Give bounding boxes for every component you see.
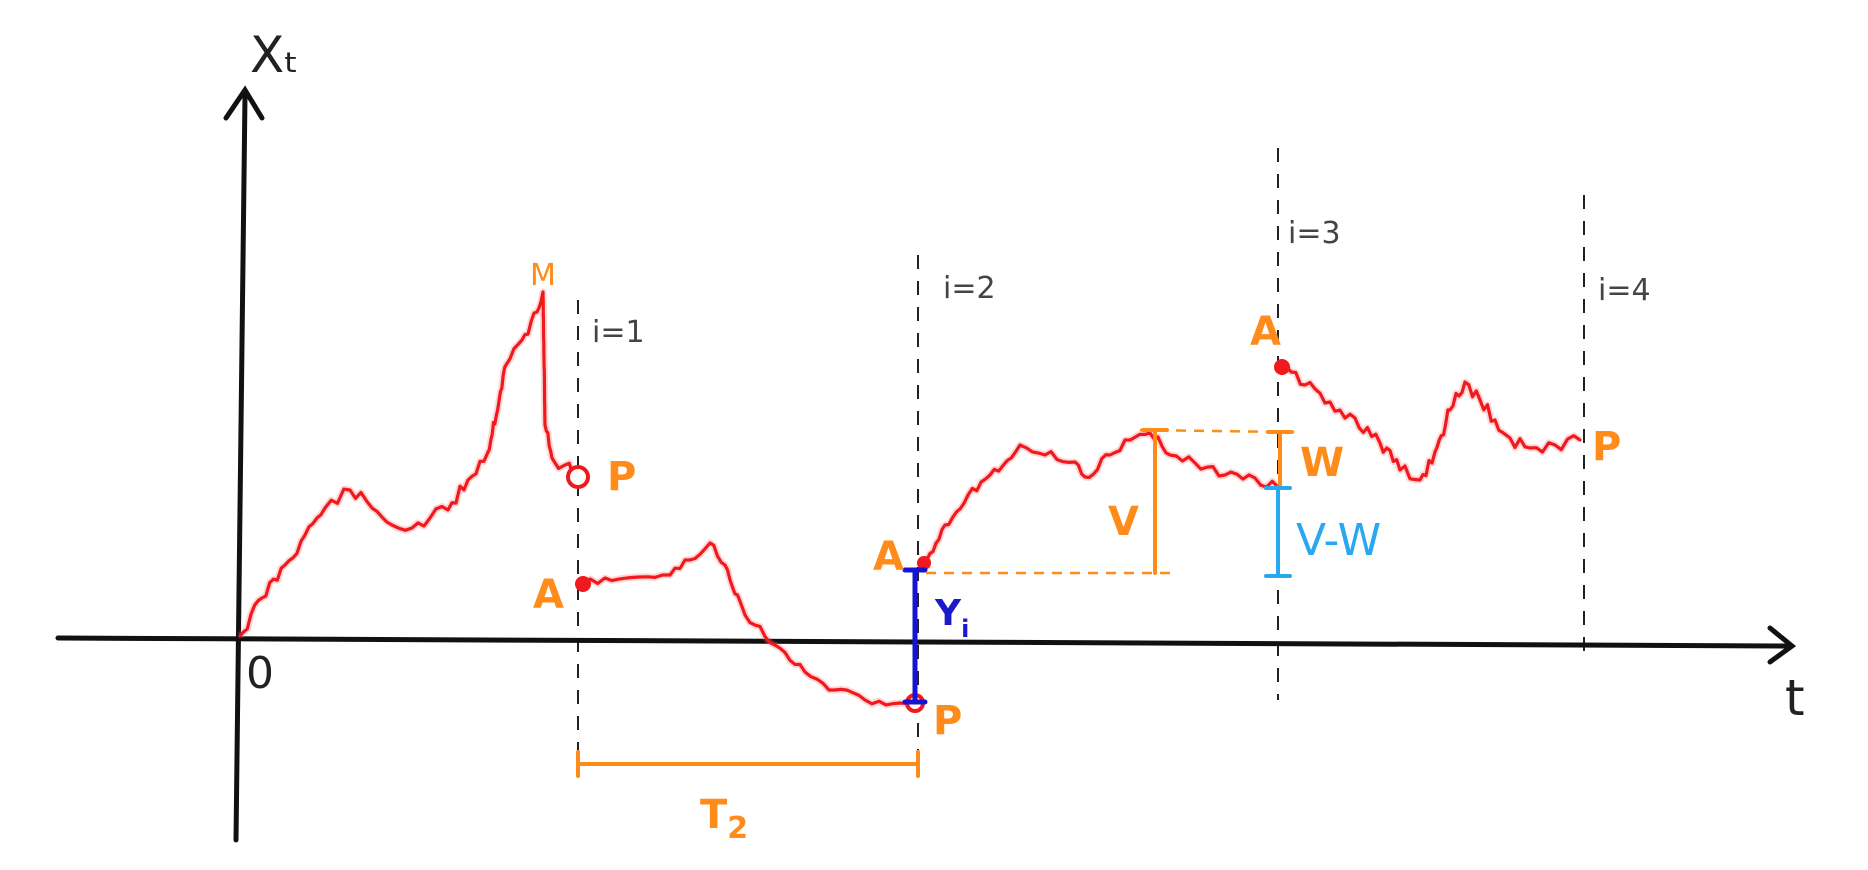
- start-dot-3: [917, 556, 931, 570]
- max-point-label: M: [530, 258, 556, 293]
- start-label-4: A: [1250, 309, 1281, 355]
- peak-label-1: P: [607, 454, 636, 500]
- y-axis: [233, 92, 248, 843]
- peak-label-2: P: [933, 698, 962, 744]
- rise-label: V: [1108, 499, 1139, 545]
- process-path: [237, 288, 1582, 709]
- jump-size-label: Yi: [934, 593, 969, 643]
- end-label-4: P: [1592, 424, 1621, 470]
- interval-label: T2: [700, 792, 748, 846]
- x-axis-arrowhead: [1767, 625, 1797, 665]
- renewal-label-1: i=1: [592, 315, 645, 350]
- origin-label: 0: [246, 648, 274, 699]
- path-segment-1: [238, 290, 580, 638]
- renewal-label-3: i=3: [1288, 216, 1341, 251]
- peak-open-circle-1: [566, 465, 590, 489]
- path-segment-3: [922, 431, 1280, 565]
- start-label-3: A: [873, 534, 904, 580]
- y-axis-label: Xₜ: [250, 26, 299, 84]
- y-axis-arrowhead: [223, 85, 265, 121]
- renewal-label-2: i=2: [943, 271, 996, 306]
- start-label-2: A: [533, 572, 564, 618]
- path-segment-2: [581, 541, 917, 707]
- drop-label: W: [1300, 440, 1344, 486]
- path-segment-4: [1280, 365, 1582, 482]
- renewal-label-4: i=4: [1598, 273, 1651, 308]
- start-dot-2: [575, 576, 591, 592]
- start-dot-4: [1274, 359, 1290, 375]
- difference-label: V-W: [1296, 515, 1381, 566]
- x-axis-label: t: [1785, 669, 1805, 727]
- x-axis: [55, 635, 1793, 649]
